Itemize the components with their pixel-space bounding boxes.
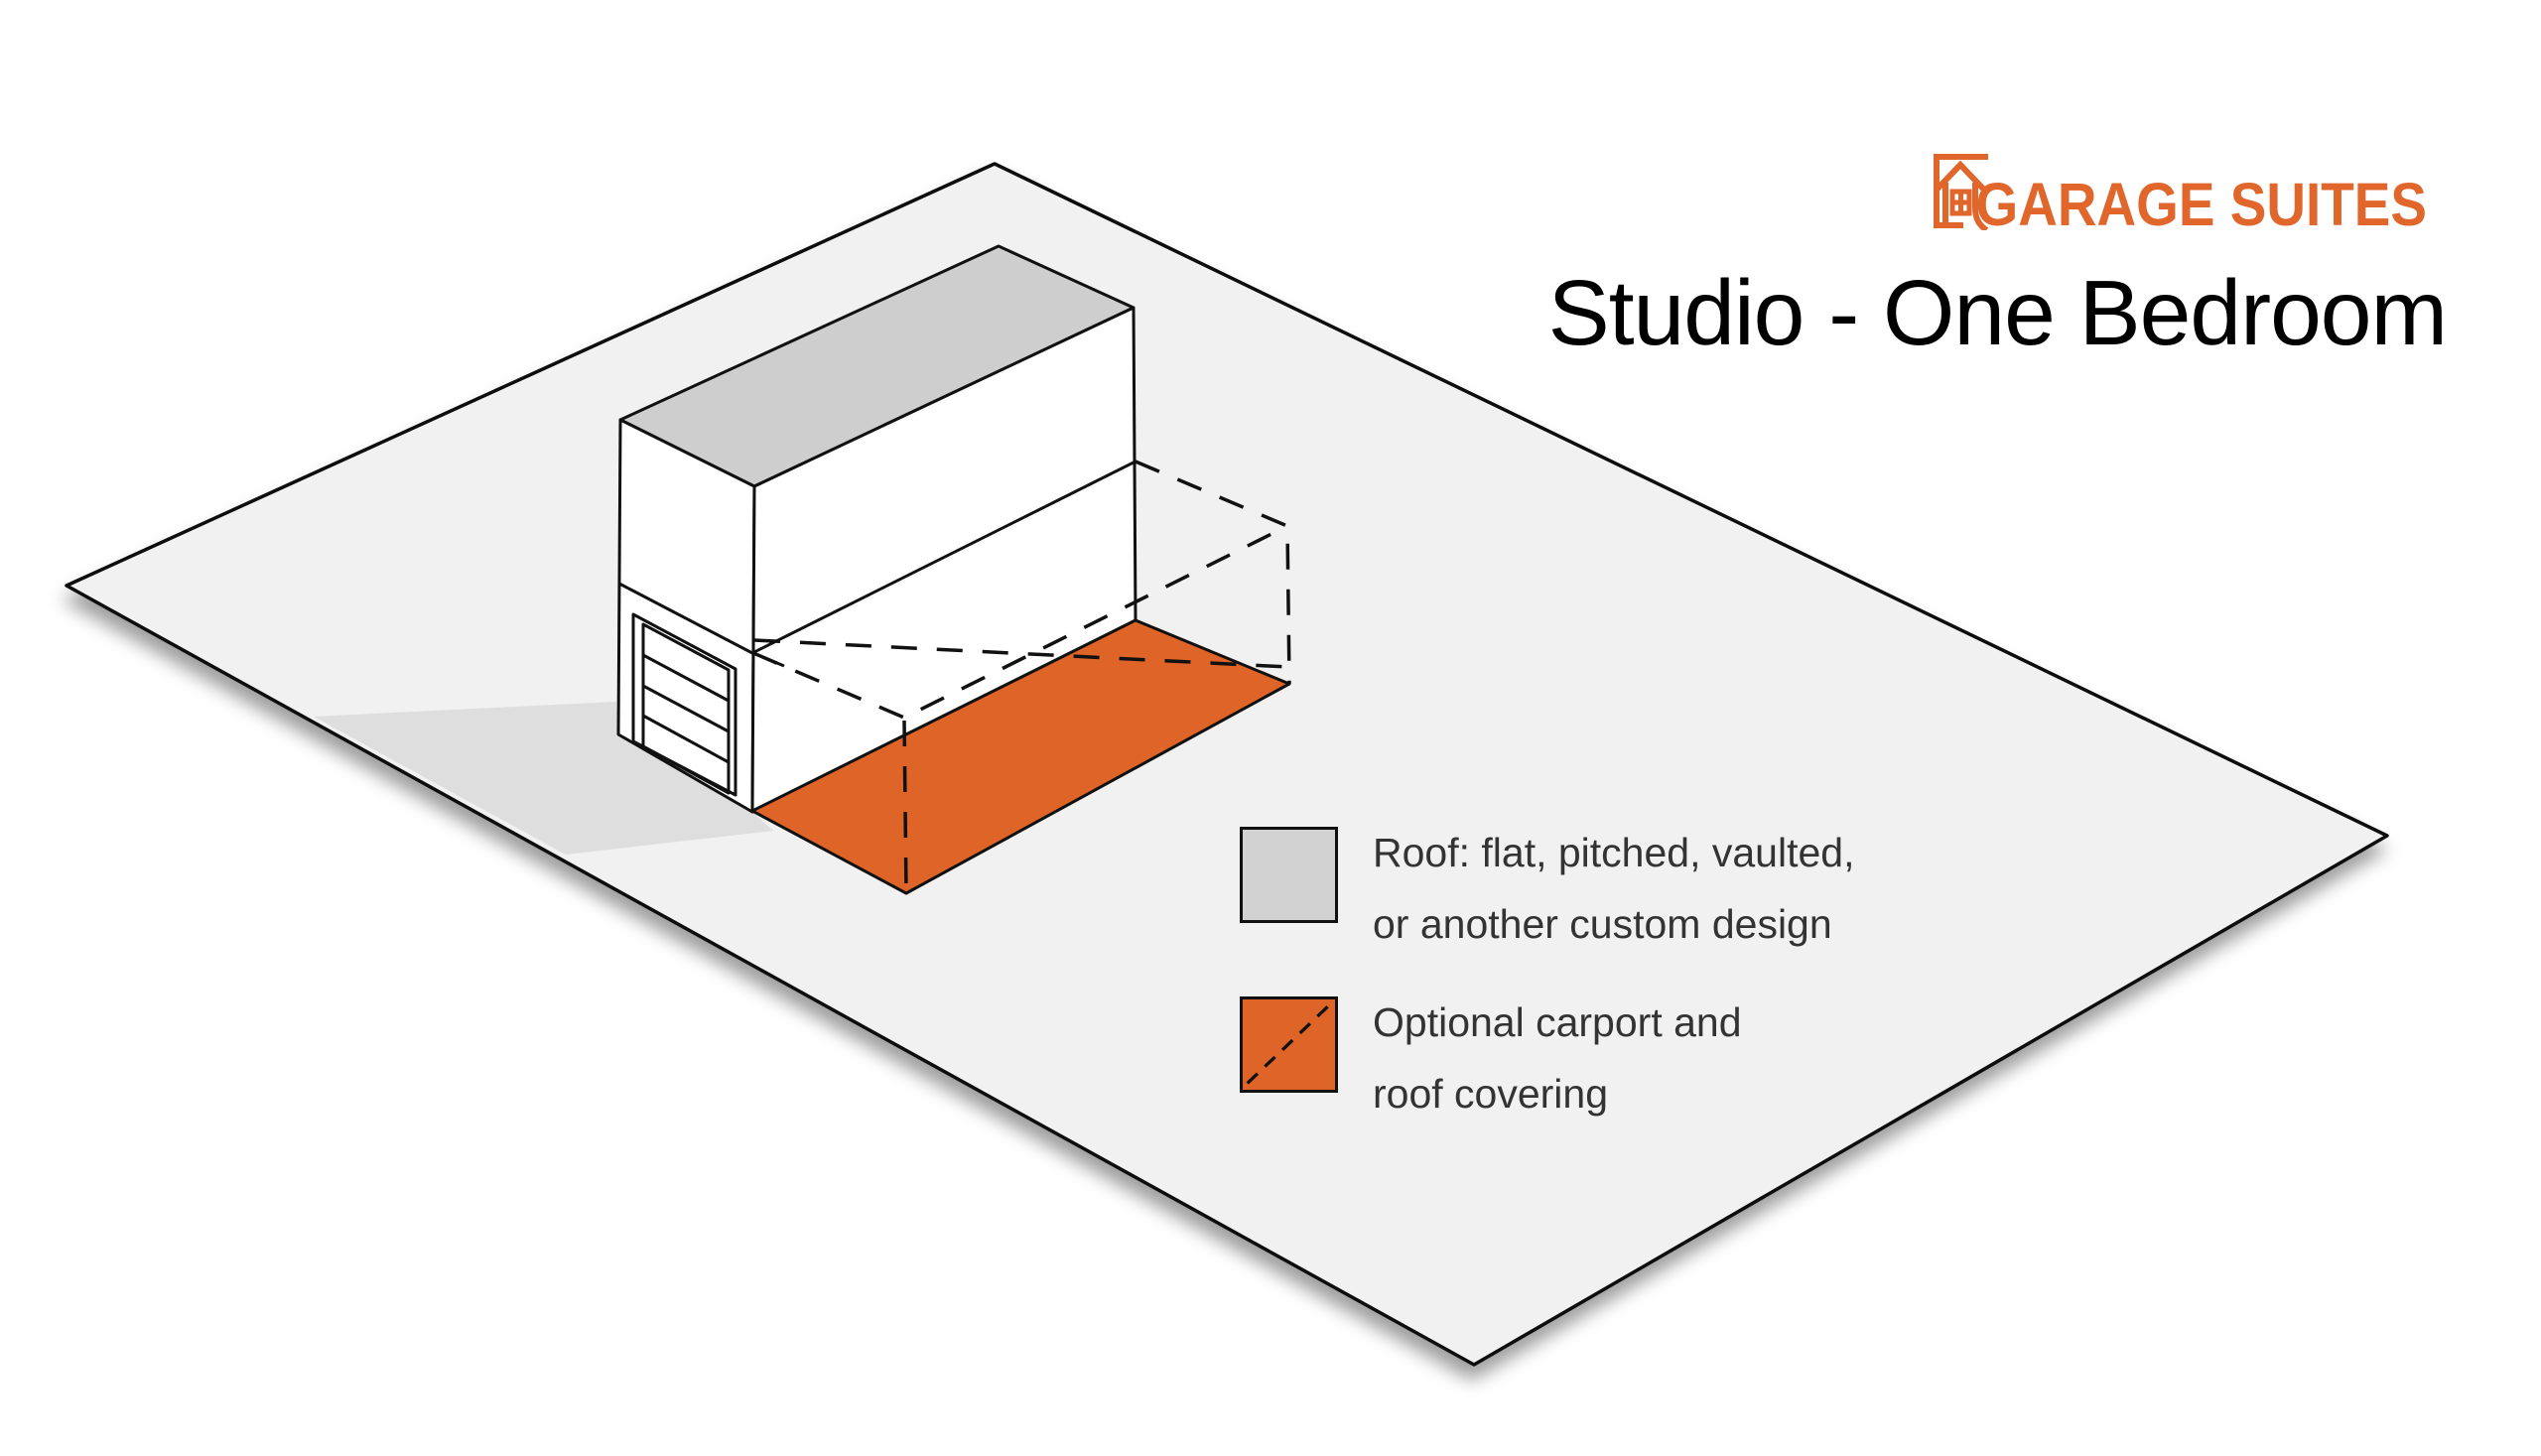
carport-legend-line1: Optional carport and (1373, 999, 1742, 1045)
garage-door-slat (642, 714, 730, 764)
roof-swatch (1240, 827, 1338, 923)
garage-door-frame (631, 612, 737, 797)
roof-legend-line1: Roof: flat, pitched, vaulted, (1373, 830, 1855, 875)
page-title: Studio - One Bedroom (1547, 261, 2448, 364)
second-floor-line-right (751, 460, 1137, 655)
roof-legend-line2: or another custom design (1373, 901, 1832, 947)
garage-suites-house-icon (1934, 154, 1988, 230)
garage-door (631, 612, 737, 797)
carport-swatch (1240, 996, 1338, 1093)
logo-wordmark: GARAGE SUITES (1975, 171, 2427, 238)
carport-swatch-dashed-diagonal (1246, 1004, 1330, 1085)
legend-item-roof: Roof: flat, pitched, vaulted, or another… (1240, 827, 1854, 960)
garage-door-slat (642, 653, 730, 703)
second-floor-line-left (618, 582, 753, 655)
legend-item-carport: Optional carport and roof covering (1240, 996, 1742, 1129)
building-cast-shadow (314, 702, 773, 855)
carport-front-post-dashed (902, 720, 908, 894)
garage-door-panel (641, 622, 731, 795)
roof-legend-label: Roof: flat, pitched, vaulted, or another… (1373, 817, 1854, 960)
garage-door-slat (642, 684, 730, 733)
carport-dashed-outline (752, 460, 1291, 894)
carport-roof-front-edges-dashed (752, 524, 1288, 720)
carport-legend-line2: roof covering (1373, 1071, 1609, 1117)
carport-legend-label: Optional carport and roof covering (1373, 987, 1742, 1129)
carport-roof-back-edge-dashed (1135, 460, 1291, 685)
